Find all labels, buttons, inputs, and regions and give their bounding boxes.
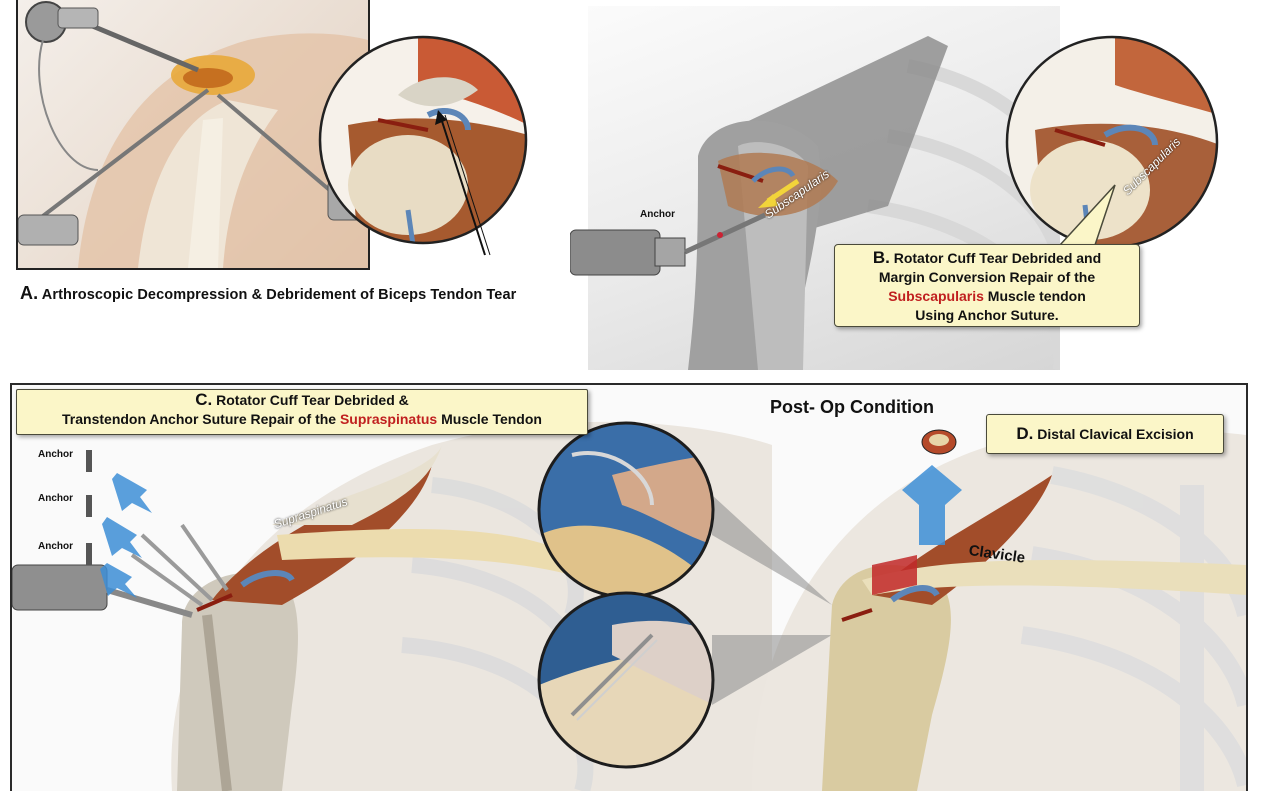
post-op-title: Post- Op Condition bbox=[770, 397, 934, 417]
panel-c-anchor-label-3: Anchor bbox=[38, 541, 73, 552]
panel-b-zoom-circle bbox=[1005, 35, 1220, 250]
panel-b-caption-line2: Margin Conversion Repair of the bbox=[878, 269, 1096, 285]
panel-b-caption-box: B. Rotator Cuff Tear Debrided and Margin… bbox=[834, 244, 1140, 327]
panel-b-anchor-label: Anchor bbox=[640, 209, 675, 220]
panel-c-anchor-label-2: Anchor bbox=[38, 493, 73, 504]
panel-b-callout-pointer bbox=[1058, 184, 1116, 246]
anchor-driver-instrument bbox=[570, 212, 767, 276]
panel-a-pointer-arrow bbox=[435, 110, 491, 256]
panel-d-caption-box: D. Distal Clavical Excision bbox=[986, 414, 1224, 454]
panel-a-caption: A. Arthroscopic Decompression & Debridem… bbox=[20, 283, 516, 304]
panel-c-caption-highlight: Supraspinatus bbox=[339, 411, 438, 427]
panel-c-caption-line1: Rotator Cuff Tear Debrided & bbox=[216, 392, 409, 408]
panel-b-caption-line3: Muscle tendon bbox=[987, 288, 1086, 304]
panel-b-caption-highlight: Subscapularis bbox=[888, 288, 984, 304]
panel-a-caption-key: A. bbox=[20, 283, 39, 303]
panel-b-caption-key: B. bbox=[872, 248, 890, 267]
panel-c-caption-line2-pre: Transtendon Anchor Suture Repair of the bbox=[62, 411, 337, 427]
panel-a-zoom-circle bbox=[318, 35, 528, 245]
panel-d-caption-key: D. bbox=[1016, 424, 1034, 443]
panel-d-caption-text: Distal Clavical Excision bbox=[1037, 426, 1194, 442]
panel-c-caption-line2-post: Muscle Tendon bbox=[441, 411, 542, 427]
panel-c-d-frame bbox=[10, 383, 1248, 791]
panel-a-illustration bbox=[16, 0, 370, 270]
panel-c-caption-box: C. Rotator Cuff Tear Debrided & Transten… bbox=[16, 389, 588, 435]
panel-c-caption-key: C. bbox=[195, 390, 213, 409]
panel-b-caption-line1: Rotator Cuff Tear Debrided and bbox=[893, 250, 1102, 266]
arthroscopy-illustration bbox=[18, 1, 368, 268]
panel-b-caption-line4: Using Anchor Suture. bbox=[915, 307, 1059, 323]
panel-c-d-illustration bbox=[12, 385, 1246, 791]
panel-c-anchor-label-1: Anchor bbox=[38, 449, 73, 460]
panel-a-caption-text: Arthroscopic Decompression & Debridement… bbox=[41, 287, 517, 303]
